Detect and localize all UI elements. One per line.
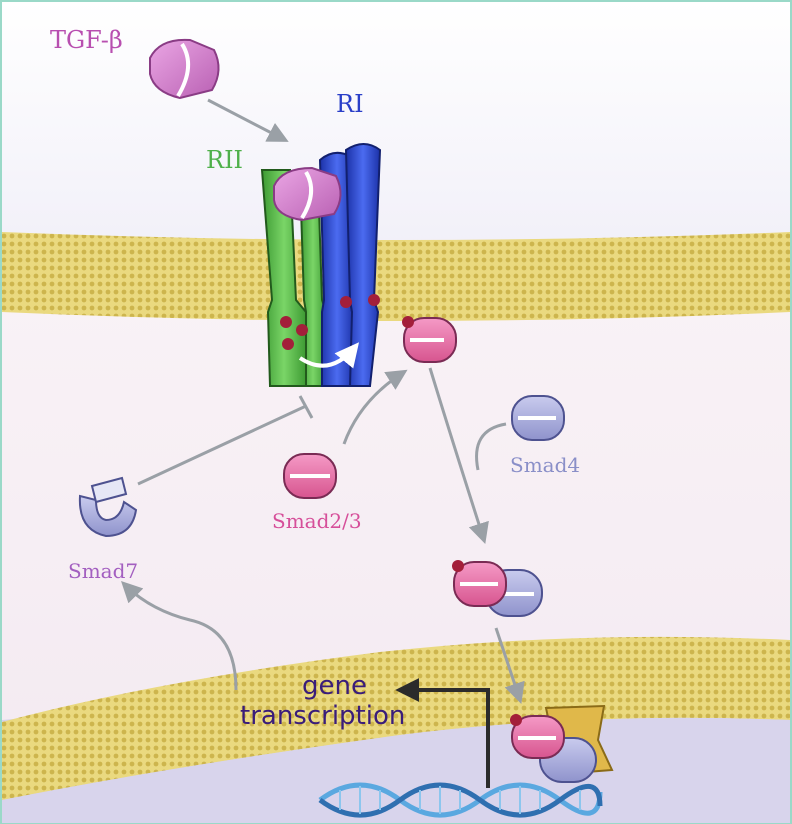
smad23-protein-icon [283,453,337,499]
smad4-label: Smad4 [510,453,580,477]
smad7-protein-icon [78,476,138,538]
ligand-dimer-icon [149,38,220,100]
transcription-factor-icon [510,704,614,783]
recruitment-arrow [342,369,408,445]
gene-transcription-label-line2: transcription [240,701,405,731]
activated-smad23-icon [402,316,457,363]
plasma-membrane [2,232,790,321]
dna-helix-icon [318,782,603,818]
smad4-join-arrow [475,422,507,471]
nuclear-import-arrow [494,627,525,704]
gene-transcription-label-line1: gene [302,671,367,701]
cytoplasm-region [2,290,790,720]
transcription-start-arrow [395,678,490,788]
smad7-label: Smad7 [68,559,138,583]
smad-complex-icon [452,560,543,617]
smad4-protein-icon [511,395,565,441]
inhibition-bar [298,395,314,419]
binding-arrow [207,98,289,142]
inhibition-line [137,404,307,486]
ligand-label: TGF-β [50,26,123,54]
receptor-complex-icon [260,143,382,387]
translocation-arrow [428,367,489,545]
nuclear-membrane [2,636,790,800]
smad23-label: Smad2/3 [272,509,362,533]
receptor-type1-label: RI [336,90,364,118]
feedback-arrow [121,581,238,691]
receptor-type2-label: RII [206,146,243,174]
